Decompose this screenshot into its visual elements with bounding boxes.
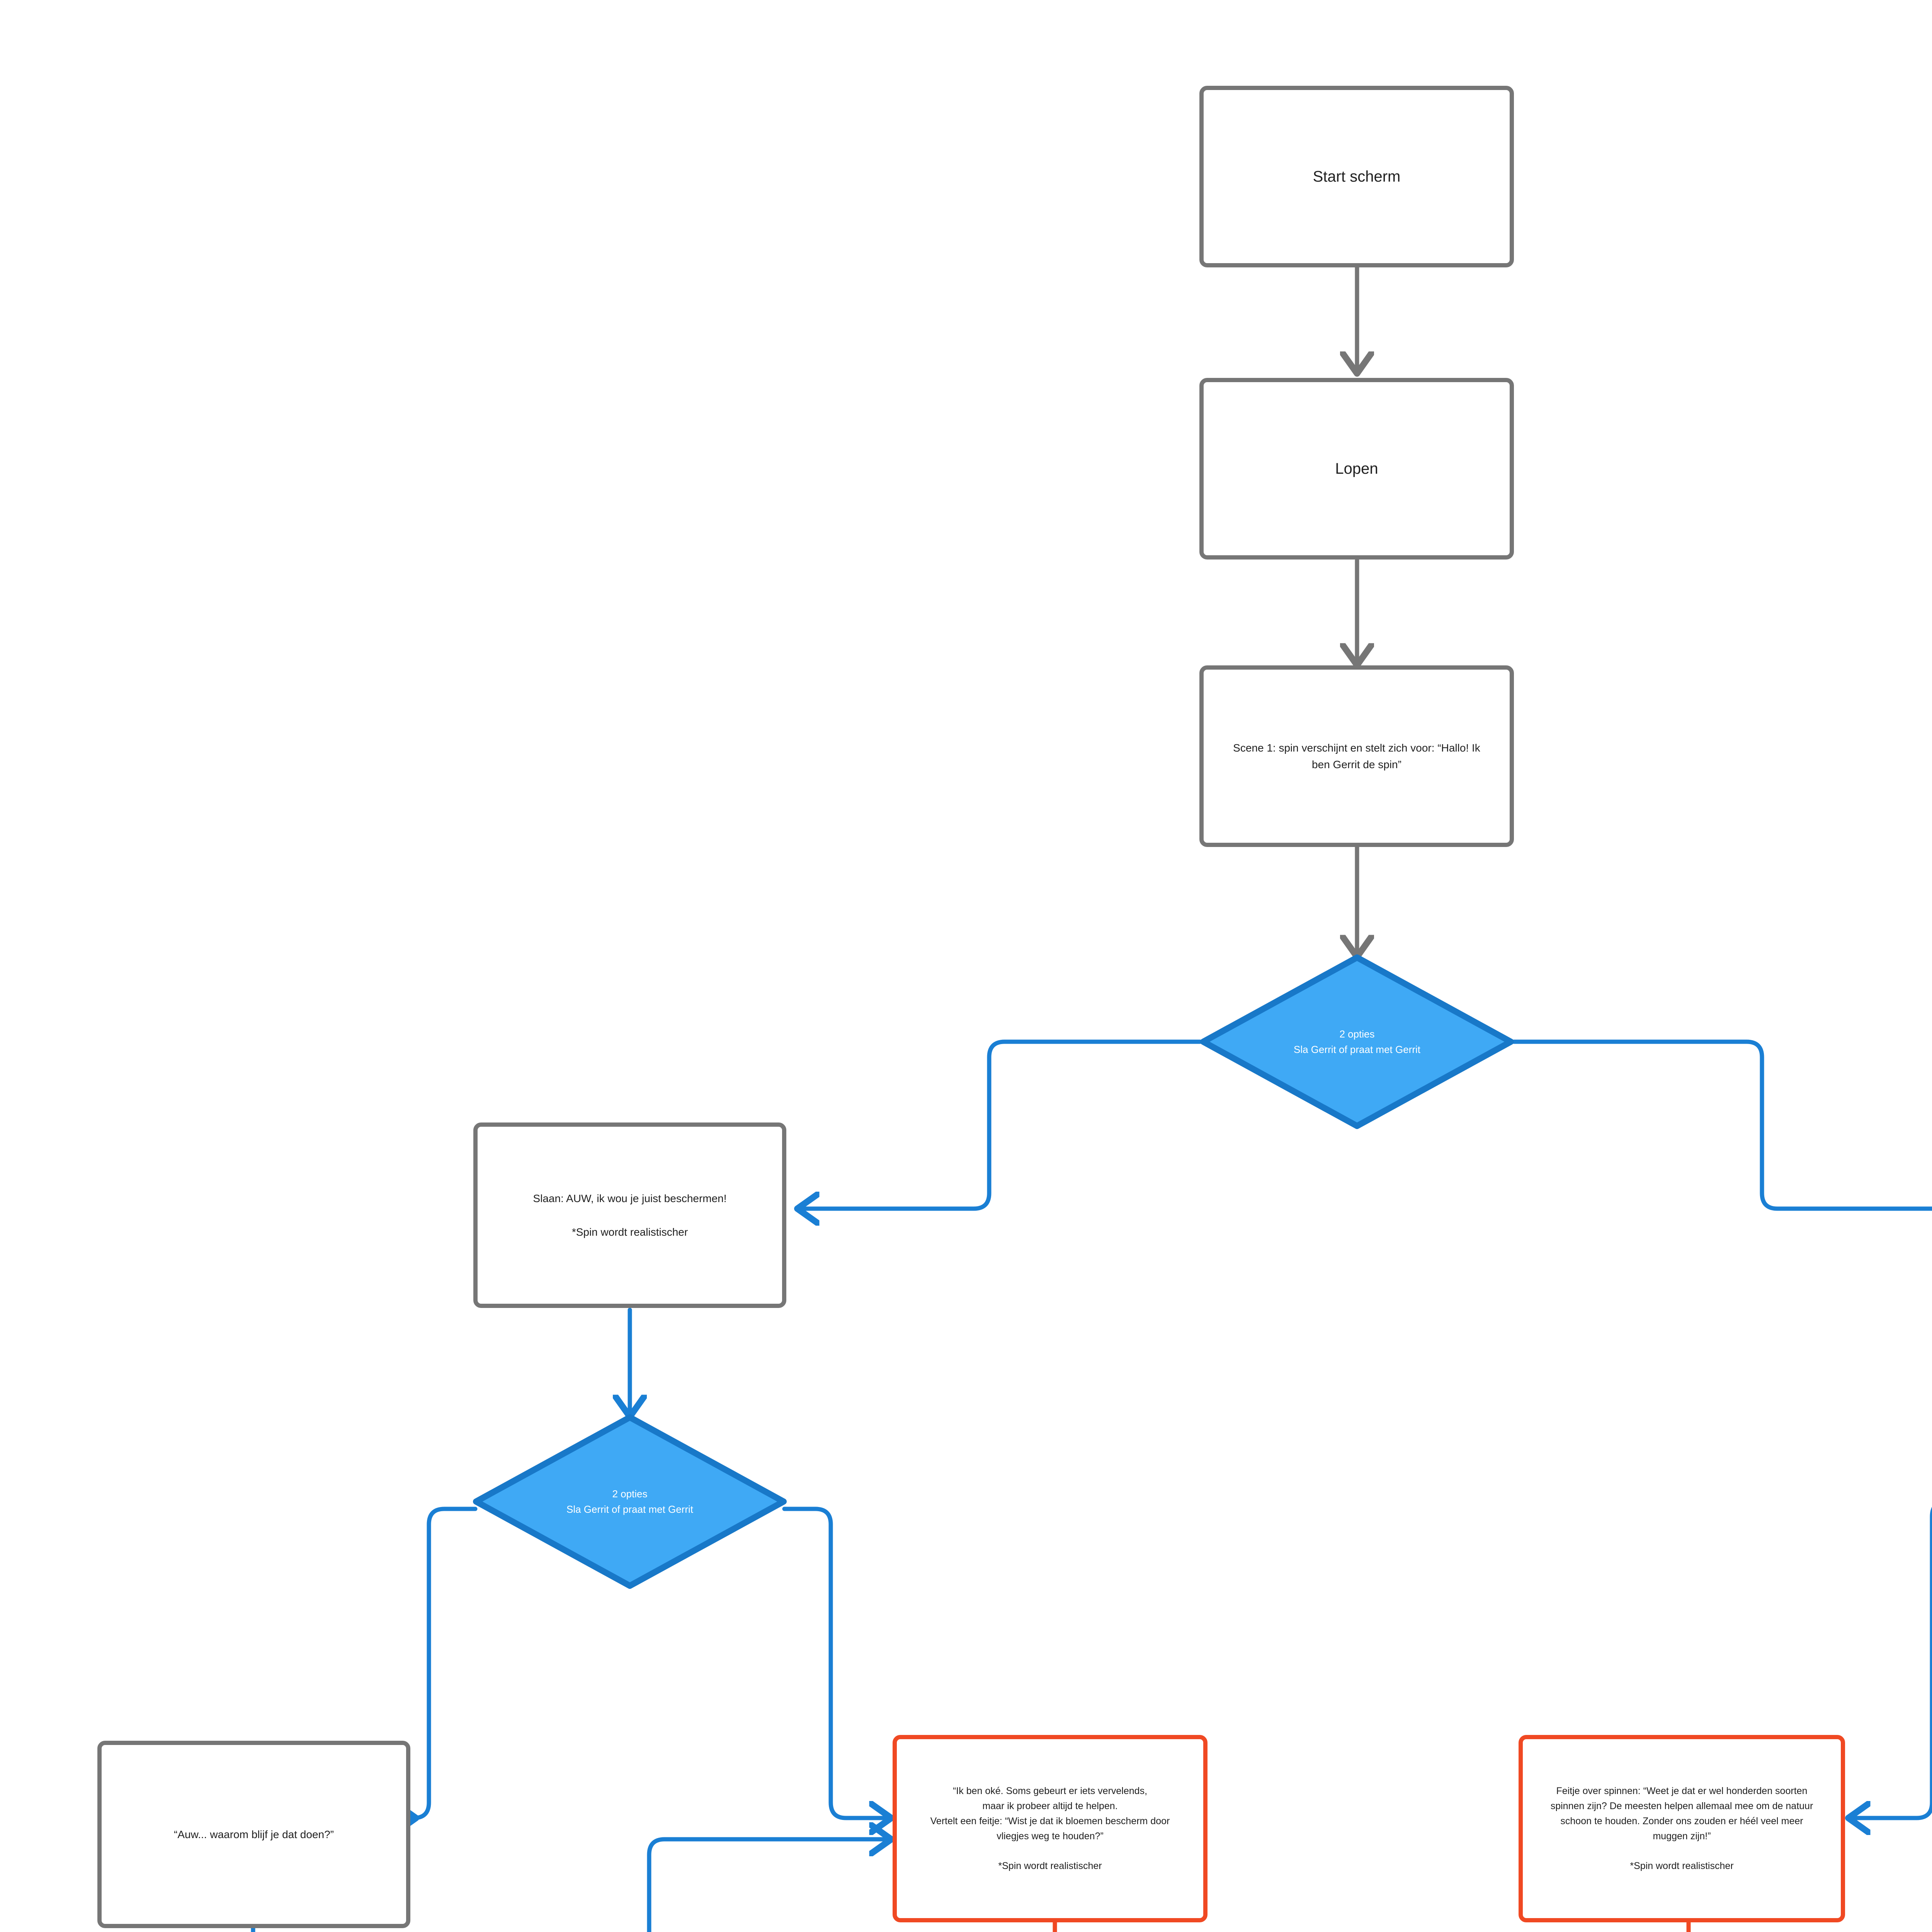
edge-keuze1-to-muggen — [1512, 1039, 1932, 1211]
node-ikbenoke[interactable]: “Ik ben oké. Soms gebeurt er iets vervel… — [893, 1735, 1208, 1922]
edge-ikbenoke-to-keuze-wow — [1053, 1920, 1057, 1932]
edge-keuze-vertel-to-feitje — [1851, 1507, 1932, 1818]
node-feitje-label: Feitje over spinnen: “Weet je dat er wel… — [1550, 1786, 1813, 1871]
diamond-shape — [1200, 954, 1514, 1129]
diamond-shape — [473, 1414, 787, 1589]
node-lopen[interactable]: Lopen — [1199, 378, 1514, 560]
edge-keuze2-to-auw — [413, 1507, 478, 1818]
node-auw-label: “Auw... waarom blijf je dat doen?” — [174, 1828, 334, 1840]
node-keuze1[interactable]: 2 opties Sla Gerrit of praat met Gerrit — [1200, 954, 1514, 1129]
node-slaan1-label: Slaan: AUW, ik wou je juist beschermen! … — [533, 1192, 727, 1238]
node-keuze2[interactable]: 2 opties Sla Gerrit of praat met Gerrit — [473, 1414, 787, 1589]
node-keuze1-label: 2 opties Sla Gerrit of praat met Gerrit — [1294, 1028, 1420, 1055]
node-keuze2-label: 2 opties Sla Gerrit of praat met Gerrit — [566, 1488, 693, 1515]
node-feitje[interactable]: Feitje over spinnen: “Weet je dat er wel… — [1519, 1735, 1845, 1922]
edge-feitje-to-keuze-wow — [1686, 1920, 1691, 1932]
edge-keuze1-to-slaan1 — [800, 1039, 1202, 1209]
node-auw[interactable]: “Auw... waarom blijf je dat doen?” — [97, 1741, 410, 1928]
node-start-scherm-label: Start scherm — [1313, 168, 1401, 185]
node-scene1[interactable]: Scene 1: spin verschijnt en stelt zich v… — [1199, 665, 1514, 847]
node-ikbenoke-label: “Ik ben oké. Soms gebeurt er iets vervel… — [930, 1786, 1170, 1871]
node-scene1-label: Scene 1: spin verschijnt en stelt zich v… — [1233, 742, 1480, 770]
node-slaan1[interactable]: Slaan: AUW, ik wou je juist beschermen! … — [473, 1122, 786, 1308]
node-lopen-label: Lopen — [1335, 460, 1378, 477]
edge-keuze2-to-ikbenoke — [782, 1507, 889, 1818]
node-start-scherm[interactable]: Start scherm — [1199, 86, 1514, 267]
edge-keuze-sorry-to-ikbenoke — [647, 1839, 889, 1932]
